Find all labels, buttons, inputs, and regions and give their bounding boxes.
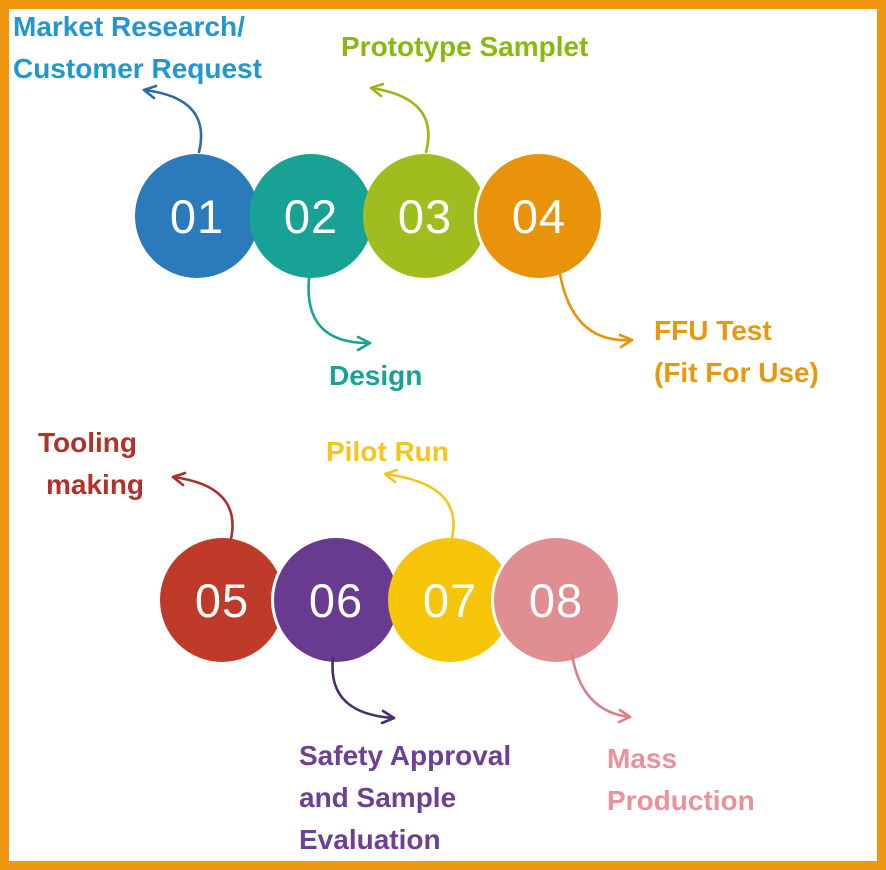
step-circle-06: 06 xyxy=(274,538,398,662)
label-line: Market Research/ xyxy=(13,11,245,42)
step-number-08: 08 xyxy=(528,573,584,627)
label-market-research: Market Research/ Customer Request xyxy=(13,6,262,90)
step-number-04: 04 xyxy=(511,189,567,243)
step-number-01: 01 xyxy=(169,189,225,243)
label-line: Evaluation xyxy=(299,824,441,855)
label-line: Safety Approval xyxy=(299,740,512,771)
arrow-step-06 xyxy=(331,656,396,725)
step-number-05: 05 xyxy=(194,573,250,627)
arrow-step-07 xyxy=(383,468,455,540)
arrow-step-04 xyxy=(558,272,634,349)
label-pilot-run: Pilot Run xyxy=(326,431,449,473)
label-line: and Sample xyxy=(299,782,457,813)
step-circle-03: 03 xyxy=(363,154,487,278)
label-line: FFU Test xyxy=(654,315,772,346)
arrow-step-05 xyxy=(171,471,234,541)
label-line: Tooling xyxy=(38,427,137,458)
arrow-step-08 xyxy=(570,653,632,724)
label-line: Prototype Samplet xyxy=(341,31,589,62)
label-line: Mass xyxy=(607,743,678,774)
step-number-02: 02 xyxy=(283,189,339,243)
arrow-step-01 xyxy=(142,84,203,154)
step-circle-05: 05 xyxy=(160,538,284,662)
step-circle-02: 02 xyxy=(249,154,373,278)
step-number-06: 06 xyxy=(308,573,364,627)
step-number-07: 07 xyxy=(422,573,478,627)
step-circle-01: 01 xyxy=(135,154,259,278)
label-tooling-making: Tooling making xyxy=(38,422,144,506)
label-line: Customer Request xyxy=(13,53,262,84)
label-line: making xyxy=(46,469,145,500)
step-circle-07: 07 xyxy=(388,538,512,662)
arrow-step-03 xyxy=(369,82,430,154)
arrow-step-02 xyxy=(307,276,372,352)
step-circle-04: 04 xyxy=(477,154,601,278)
label-safety-approval: Safety Approval and Sample Evaluation xyxy=(299,735,511,861)
label-design: Design xyxy=(329,355,422,397)
label-line: Design xyxy=(329,360,423,391)
label-ffu-test: FFU Test (Fit For Use) xyxy=(654,310,819,394)
step-circle-08: 08 xyxy=(494,538,618,662)
label-line: (Fit For Use) xyxy=(654,357,819,388)
label-line: Pilot Run xyxy=(326,436,449,467)
label-mass-production: Mass Production xyxy=(607,738,755,822)
label-line: Production xyxy=(607,785,755,816)
label-prototype-samplet: Prototype Samplet xyxy=(341,26,588,68)
step-number-03: 03 xyxy=(397,189,453,243)
